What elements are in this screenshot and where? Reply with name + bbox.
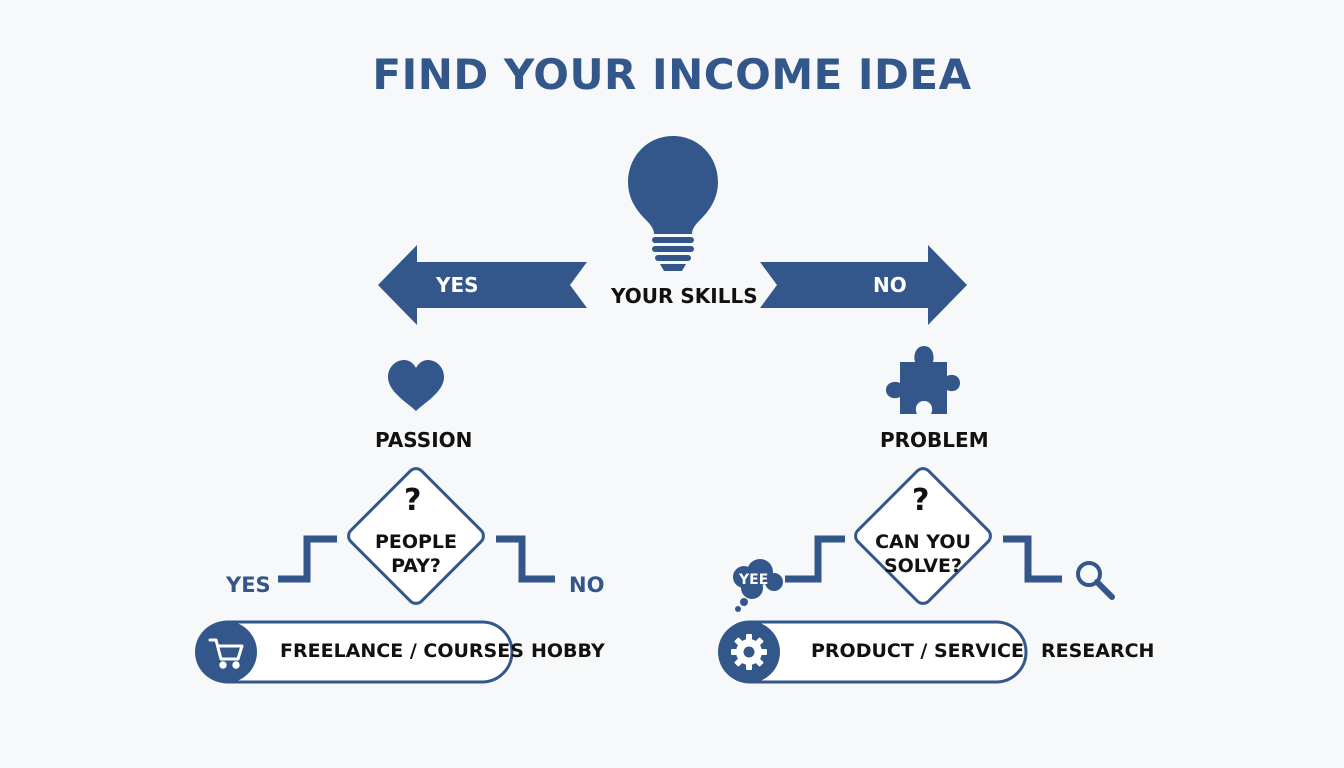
lightbulb-icon [628,136,718,271]
product-service-label: PRODUCT / SERVICE [811,640,1024,662]
question-line-2: SOLVE? [883,555,963,577]
question-line-2: PAY? [391,555,441,577]
people-pay-diamond [347,467,485,605]
shopping-cart-icon [208,638,244,669]
hobby-label: HOBBY [531,640,605,662]
people-pay-question: PEOPLE PAY? [356,530,476,578]
page-title: FIND YOUR INCOME IDEA [372,50,972,99]
can-you-solve-question: CAN YOU SOLVE? [863,530,983,578]
no-connector [496,535,555,583]
bubble-text: YEE [739,572,769,588]
puzzle-piece-icon [886,346,960,414]
no-search-connector [1003,535,1062,583]
yes-arrow [378,245,587,325]
can-you-solve-diamond [854,467,992,605]
no-arrow [760,245,967,325]
yes-arrow-label: YES [436,273,479,297]
freelance-courses-label: FREELANCE / COURSES [280,640,524,662]
thought-bubble-icon [733,559,783,612]
yes-label: YES [226,573,271,597]
question-mark: ? [404,483,422,518]
yes-bubble-connector [785,535,845,583]
gear-icon [731,634,767,670]
research-label: RESEARCH [1041,640,1155,662]
your-skills-label: YOUR SKILLS [611,284,758,308]
magnifier-icon [1076,561,1115,600]
question-mark: ? [912,483,930,518]
heart-icon [388,360,444,411]
no-arrow-label: NO [873,273,907,297]
freelance-courses-pill [195,620,514,684]
question-line-1: CAN YOU [875,531,971,553]
passion-label: PASSION [375,428,473,452]
question-line-1: PEOPLE [374,531,458,553]
no-label: NO [569,573,605,597]
yes-connector [278,535,337,583]
problem-label: PROBLEM [880,428,989,452]
